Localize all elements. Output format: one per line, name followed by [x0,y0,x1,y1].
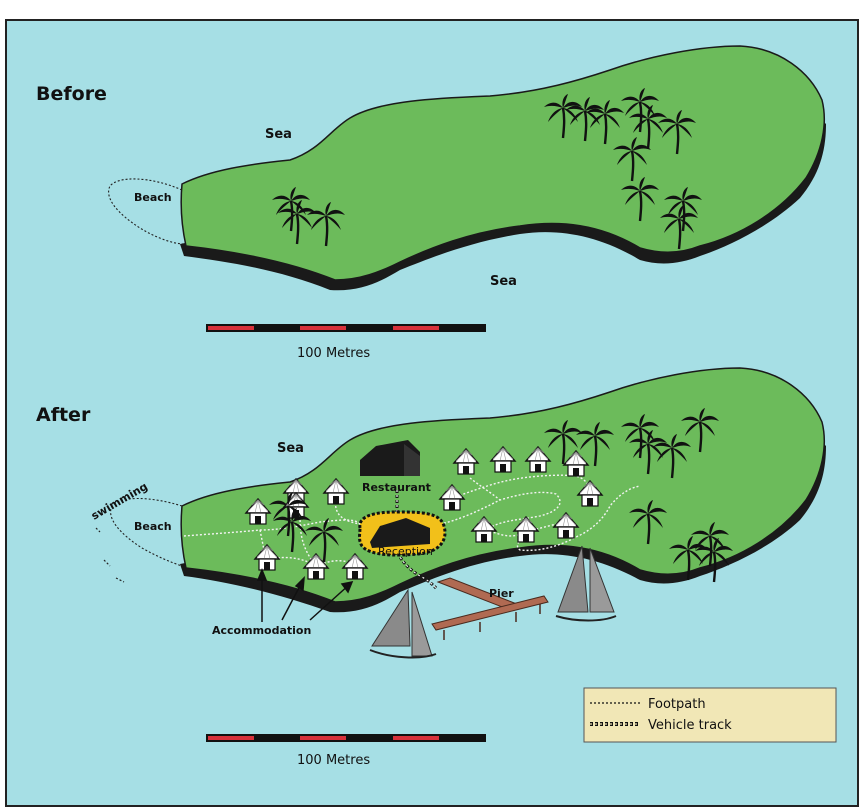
before-scale-bar: 100 Metres [206,324,486,361]
after-scale-bar: 100 Metres [206,734,486,768]
before-beach-outline [108,178,185,245]
pier: Pier [431,577,549,640]
legend: Footpath Vehicle track [583,687,837,743]
reception-label: Reception [378,545,433,558]
before-map: Before Sea Sea Beach [36,45,826,361]
after-sea-label-top: Sea [277,441,304,456]
accommodation-pointers [256,567,354,622]
restaurant-building: Restaurant [360,440,431,494]
before-sea-label-bottom: Sea [490,274,517,289]
swimming-area-marks [95,527,125,583]
before-island [180,45,825,281]
sailboat [555,545,617,622]
after-island [180,367,825,603]
restaurant-label: Restaurant [362,481,431,494]
legend-footpath-label: Footpath [648,697,706,712]
after-title: After [36,404,91,426]
before-title: Before [36,83,107,105]
reception-area: Reception [358,510,447,558]
after-map: After Reception [36,367,826,768]
pier-label: Pier [489,587,514,600]
after-beach-outline [110,498,183,567]
accommodation-label: Accommodation [212,624,311,637]
legend-box [583,687,837,743]
sailboat [369,588,437,659]
reception-building [370,518,430,548]
before-sea-label-top: Sea [265,127,292,142]
before-beach-label: Beach [134,191,172,204]
after-beach-label: Beach [134,520,172,533]
before-scale-label: 100 Metres [297,346,370,361]
legend-vehicle-track-label: Vehicle track [648,718,732,733]
after-scale-label: 100 Metres [297,753,370,768]
